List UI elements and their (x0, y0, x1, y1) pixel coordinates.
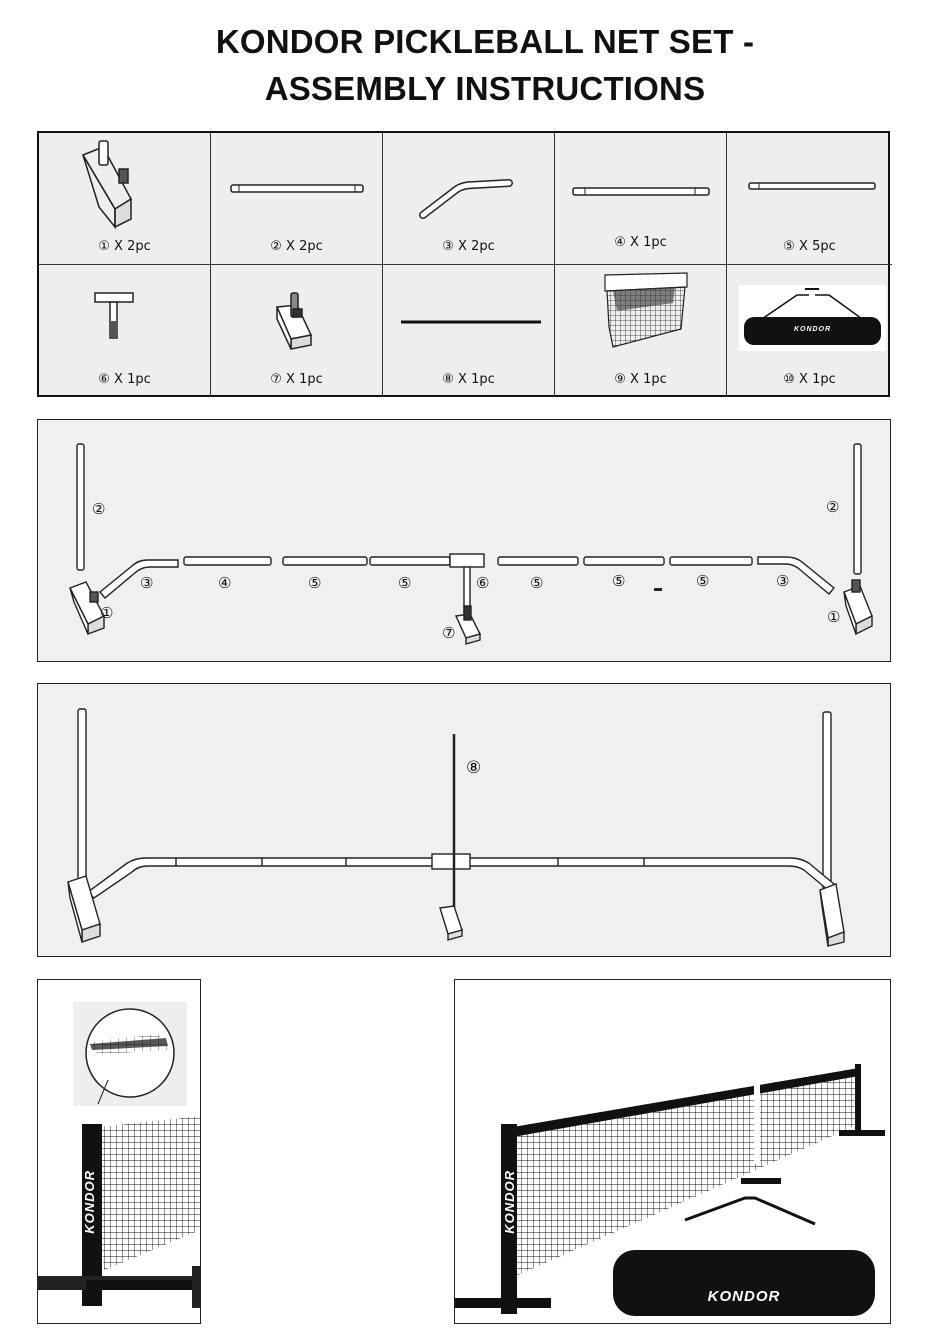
carry-bag-photo: KONDOR (613, 1250, 875, 1316)
net-post-brand: KONDOR (82, 1170, 97, 1234)
part-caption: ⑩ X 1pc (783, 372, 836, 387)
callout-foot-left: ① (100, 604, 114, 622)
bent-pole-icon (419, 179, 513, 219)
part-caption: ① X 2pc (98, 239, 151, 254)
straight-pole-icon (748, 182, 876, 190)
part-caption: ⑧ X 1pc (442, 372, 495, 387)
center-rod-icon (401, 320, 541, 324)
carry-bag-icon: KONDOR (739, 285, 886, 351)
part-caption: ② X 2pc (270, 239, 323, 254)
callout-upright-left: ② (92, 500, 106, 518)
part-cell-1: ① X 2pc (39, 133, 211, 265)
part-cell-7: ⑦ X 1pc (211, 265, 383, 397)
title-line-1: KONDOR PICKLEBALL NET SET - (215, 23, 755, 60)
callout-pole-d: ⑤ (612, 572, 626, 590)
title-line-2: ASSEMBLY INSTRUCTIONS (264, 70, 706, 107)
callout-pole-c: ⑤ (530, 574, 544, 592)
callout-bent-right: ③ (776, 572, 790, 590)
callout-upright-right: ② (826, 498, 840, 516)
upright-pole-icon (230, 184, 364, 193)
part-cell-2: ② X 2pc (211, 133, 383, 265)
part-cell-10: KONDOR ⑩ X 1pc (727, 265, 892, 397)
part-caption: ⑨ X 1pc (614, 372, 667, 387)
net-detail-photo: KONDOR (37, 979, 201, 1324)
base-foot-icon (81, 140, 132, 230)
callout-pole-a: ⑤ (308, 574, 322, 592)
assembled-frame-diagram: ⑧ (37, 683, 891, 957)
page-title: KONDOR PICKLEBALL NET SET - ASSEMBLY INS… (0, 18, 928, 112)
part-cell-6: ⑥ X 1pc (39, 265, 211, 397)
part-caption: ⑤ X 5pc (783, 239, 836, 254)
callout-short-pole: ④ (218, 574, 232, 592)
net-post-brand-right: KONDOR (502, 1170, 517, 1234)
part-caption: ⑦ X 1pc (270, 372, 323, 387)
net-icon (604, 272, 688, 348)
part-caption: ⑥ X 1pc (98, 372, 151, 387)
part-cell-4: ④ X 1pc (555, 133, 727, 265)
callout-center-foot: ⑦ (442, 624, 456, 642)
exploded-assembly-diagram: ② ② ③ ④ ⑤ ⑤ ⑥ ⑤ ⑤ ⑤ ③ ① ① ⑦ (37, 419, 891, 662)
part-caption: ③ X 2pc (442, 239, 495, 254)
callout-pole-e: ⑤ (696, 572, 710, 590)
center-foot-icon (275, 292, 313, 350)
part-caption: ④ X 1pc (614, 235, 667, 250)
bag-logo: KONDOR (793, 326, 832, 333)
callout-t-connector: ⑥ (476, 574, 490, 592)
short-pole-icon (572, 187, 710, 196)
carry-bag-logo: KONDOR (707, 1288, 781, 1305)
t-connector-icon (94, 292, 134, 339)
callout-foot-right: ① (827, 608, 841, 626)
part-cell-9: ⑨ X 1pc (555, 265, 727, 397)
parts-list-grid: ① X 2pc ② X 2pc ③ X 2pc ④ X 1pc ⑤ X 5pc (37, 131, 892, 397)
callout-center-rod: ⑧ (466, 758, 482, 778)
part-cell-8: ⑧ X 1pc (383, 265, 555, 397)
part-cell-5: ⑤ X 5pc (727, 133, 892, 265)
full-net-photo: KONDOR KONDOR (454, 979, 891, 1324)
callout-pole-b: ⑤ (398, 574, 412, 592)
part-cell-3: ③ X 2pc (383, 133, 555, 265)
callout-bent-left: ③ (140, 574, 154, 592)
